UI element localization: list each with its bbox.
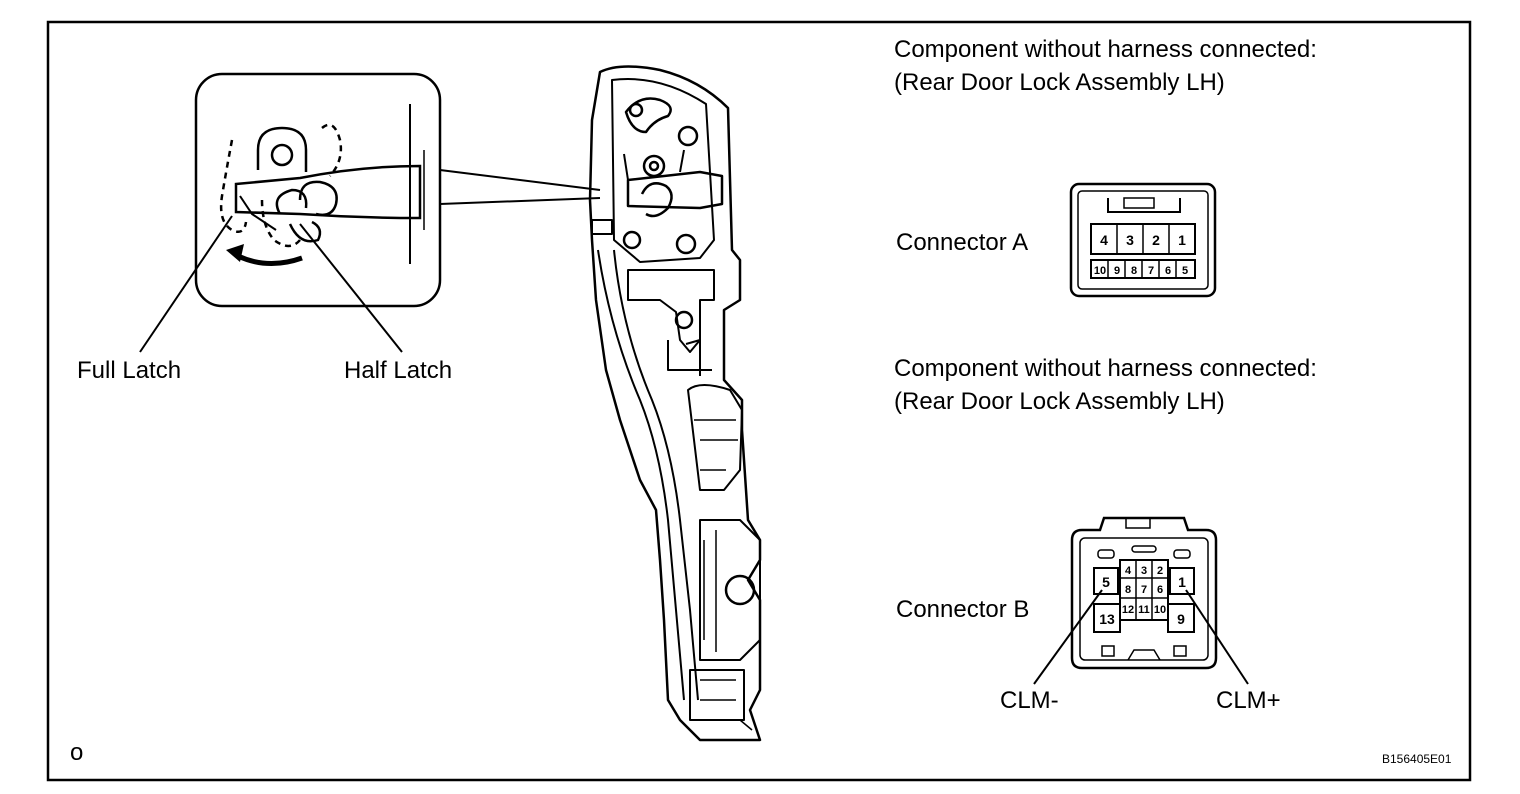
connector-a-pin: 1 [1178, 232, 1186, 248]
section-b-line2: (Rear Door Lock Assembly LH) [894, 388, 1225, 415]
connector-a-pin: 8 [1131, 265, 1137, 277]
section-a-line1: Component without harness connected: [894, 36, 1317, 63]
section-b-line1: Component without harness connected: [894, 355, 1317, 382]
connector-b-pin: 10 [1154, 604, 1166, 616]
connector-b-pin: 7 [1141, 584, 1147, 596]
connector-b-pin: 8 [1125, 584, 1131, 596]
section-a-line2: (Rear Door Lock Assembly LH) [894, 69, 1225, 96]
connector-b-pin: 4 [1125, 565, 1132, 577]
half-latch-label: Half Latch [344, 357, 452, 384]
connector-b-pins: 4 3 2 8 7 6 12 11 10 5 13 1 9 [1099, 565, 1186, 627]
figure-border [46, 20, 1472, 782]
clm-minus-label: CLM- [1000, 687, 1059, 714]
figure-code: B156405E01 [1382, 752, 1452, 766]
full-latch-label: Full Latch [77, 357, 181, 384]
clm-plus-leader [1185, 589, 1249, 685]
connector-a-label: Connector A [896, 229, 1028, 256]
connector-b-pin: 12 [1122, 604, 1134, 616]
connector-b-pin: 6 [1157, 584, 1163, 596]
connector-a-pin: 4 [1100, 232, 1108, 248]
connector-a-pin: 9 [1114, 265, 1120, 277]
connector-b-pin: 11 [1138, 604, 1150, 616]
connector-a-pin: 7 [1148, 265, 1154, 277]
connector-b-face [1070, 516, 1218, 670]
clm-plus-label: CLM+ [1216, 687, 1281, 714]
connector-a-pin: 5 [1182, 265, 1188, 277]
door-lock-assembly [588, 65, 762, 742]
connector-a-pin: 6 [1165, 265, 1171, 277]
connector-a-pin: 10 [1094, 265, 1106, 277]
connector-b-pin: 1 [1178, 574, 1186, 590]
connector-b-pin: 3 [1141, 565, 1147, 577]
latch-detail-inset [194, 72, 601, 308]
full-latch-leader [139, 215, 233, 353]
connector-b-pin: 13 [1099, 611, 1115, 627]
connector-a-pin: 2 [1152, 232, 1160, 248]
connector-b-pin: 2 [1157, 565, 1163, 577]
half-latch-leader [299, 223, 403, 353]
clm-minus-leader [1033, 589, 1103, 685]
connector-a-pins: 4 3 2 1 10 9 8 7 6 5 [1094, 232, 1188, 277]
connector-b-label: Connector B [896, 596, 1029, 623]
corner-mark: o [70, 739, 83, 766]
connector-b-pin: 5 [1102, 574, 1110, 590]
connector-b-pin: 9 [1177, 611, 1185, 627]
connector-a-pin: 3 [1126, 232, 1134, 248]
connector-a-face [1069, 182, 1217, 298]
